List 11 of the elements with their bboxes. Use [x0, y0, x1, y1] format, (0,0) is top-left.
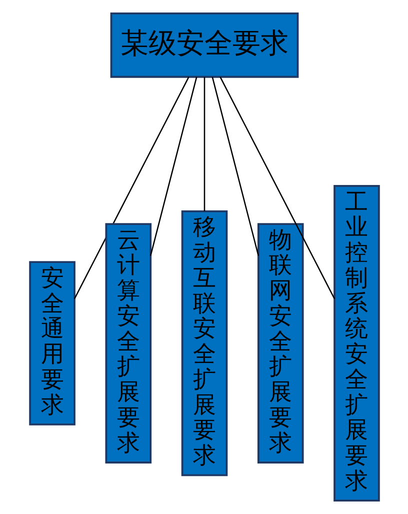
connector [203, 76, 205, 212]
node-box: 工业控制系统安全扩展要求 [333, 185, 380, 502]
connector [149, 76, 197, 256]
node-box: 某级安全要求 [110, 12, 298, 78]
node-box: 移动互联安全扩展要求 [180, 210, 228, 476]
connector [211, 76, 259, 256]
connector [73, 76, 189, 300]
connector [219, 76, 335, 300]
node-box: 云计算安全扩展要求 [104, 223, 152, 464]
node-box: 物联网安全扩展要求 [256, 223, 304, 464]
node-box: 安全通用要求 [28, 261, 75, 426]
